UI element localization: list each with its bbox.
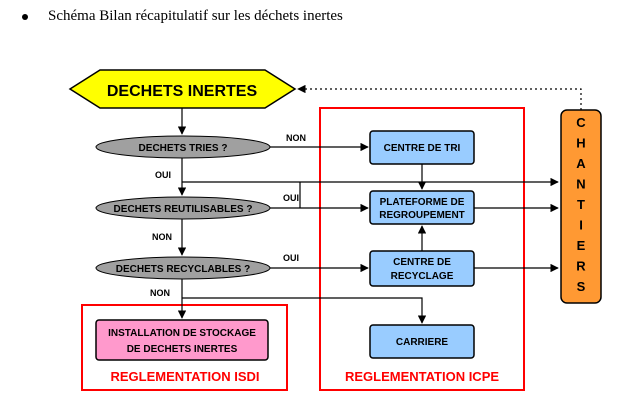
centre-tri-label: CENTRE DE TRI	[384, 143, 461, 154]
carriere-box	[369, 324, 475, 359]
decision-recyclables-label: DECHETS RECYCLABLES ?	[116, 264, 250, 275]
label-tries-non: NON	[286, 133, 306, 143]
chantiers-letter: I	[579, 218, 583, 233]
isdi-label-1: INSTALLATION DE STOCKAGE	[108, 328, 256, 339]
chantiers-letter: A	[576, 156, 586, 171]
label-recycl-non: NON	[150, 288, 170, 298]
decision-tries-label: DECHETS TRIES ?	[139, 143, 228, 154]
edge-non-carriere	[182, 297, 427, 324]
bullet-icon	[22, 13, 28, 20]
edge-chantiers-start	[297, 84, 582, 110]
chantiers-letter: H	[576, 136, 585, 151]
centre-recyclage-label-2: RECYCLAGE	[391, 271, 454, 282]
isdi-box	[95, 319, 269, 361]
isdi-label-2: DE DECHETS INERTES	[127, 344, 238, 355]
decision-reutilisables-label: DECHETS REUTILISABLES ?	[114, 204, 253, 215]
label-reutil-oui: OUI	[283, 193, 299, 203]
label-recycl-oui: OUI	[283, 253, 299, 263]
chantiers-letter: T	[577, 197, 585, 212]
isdi-reg-label: REGLEMENTATION ISDI	[110, 369, 259, 384]
start-label: DECHETS INERTES	[107, 83, 258, 100]
carriere-label: CARRIERE	[396, 337, 449, 348]
icpe-frame	[319, 107, 525, 391]
chantiers-letter: C	[576, 115, 586, 130]
chantiers-letter: S	[577, 279, 586, 294]
centre-recyclage-label-1: CENTRE DE	[393, 257, 451, 268]
chantiers-letter: E	[577, 238, 586, 253]
chantiers-letter: R	[576, 259, 586, 274]
icpe-reg-label: REGLEMENTATION ICPE	[345, 369, 499, 384]
chantiers-letter: N	[576, 177, 585, 192]
plateforme-label-2: REGROUPEMENT	[379, 210, 465, 221]
caption-text: Schéma Bilan récapitulatif sur les déche…	[48, 8, 343, 24]
start-hexagon	[68, 69, 297, 109]
caption-line: Schéma Bilan récapitulatif sur les déche…	[22, 8, 343, 25]
label-reutil-non: NON	[152, 232, 172, 242]
isdi-frame	[81, 304, 288, 391]
label-tries-oui: OUI	[155, 170, 171, 180]
plateforme-label-1: PLATEFORME DE	[380, 197, 465, 208]
